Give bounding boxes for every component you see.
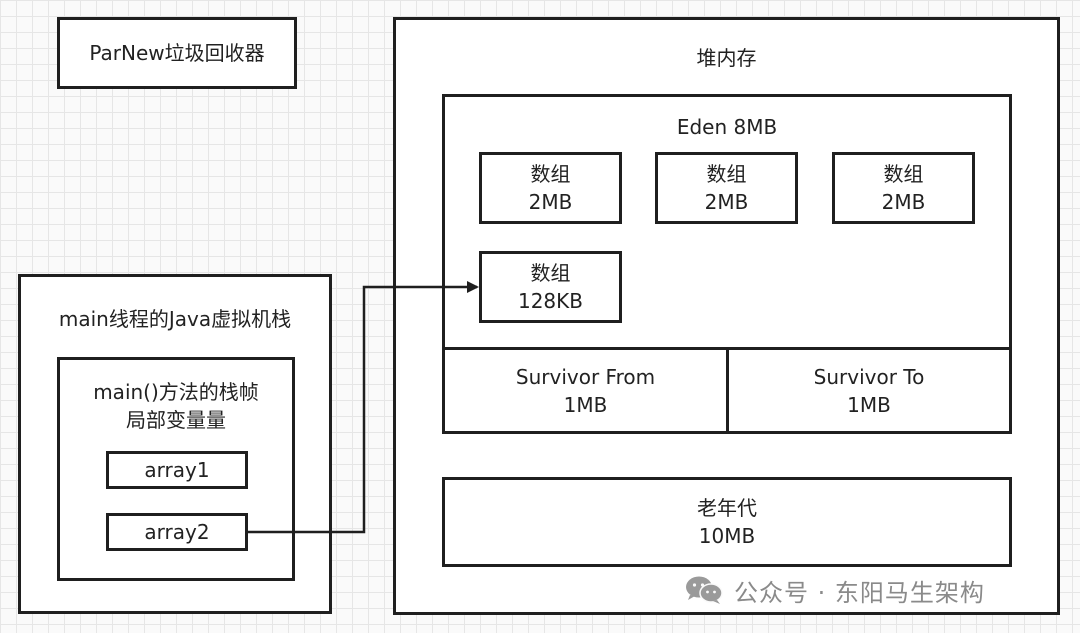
stack-frame-title-line2: 局部变量量 [126, 408, 226, 432]
array-size: 128KB [517, 289, 583, 313]
survivor-to-box: Survivor To 1MB [726, 347, 1012, 434]
survivor-from-label: Survivor From [515, 364, 656, 389]
variable-label: array2 [144, 520, 210, 544]
local-variable-array2: array2 [106, 513, 248, 551]
old-generation-label: 老年代 [697, 496, 757, 520]
eden-array-block: 数组 2MB [479, 152, 622, 224]
survivor-from-box: Survivor From 1MB [442, 347, 729, 434]
array-label: 数组 [530, 261, 571, 285]
survivor-from-size: 1MB [563, 392, 608, 417]
wechat-icon [686, 576, 723, 604]
stack-frame-title-line1: main()方法的栈帧 [93, 380, 259, 404]
array-size: 2MB [881, 190, 926, 214]
array-size: 2MB [704, 190, 749, 214]
array-label: 数组 [706, 162, 747, 186]
survivor-to-size: 1MB [847, 392, 891, 417]
parnew-collector-box: ParNew垃圾回收器 [57, 17, 297, 89]
eden-array-block: 数组 2MB [832, 152, 975, 224]
survivor-to-label: Survivor To [813, 364, 925, 389]
eden-space-title: Eden 8MB [676, 115, 778, 139]
old-generation-size: 10MB [698, 524, 756, 548]
eden-array-block: 数组 2MB [655, 152, 798, 224]
array-label: 数组 [530, 162, 571, 186]
stack-frame-title: main()方法的栈帧 局部变量量 [60, 378, 292, 434]
array-label: 数组 [883, 162, 924, 186]
heap-memory-title: 堆内存 [696, 46, 757, 70]
watermark: 公众号 · 东阳马生架构 [684, 570, 985, 610]
array-size: 2MB [528, 190, 573, 214]
parnew-collector-label: ParNew垃圾回收器 [89, 41, 265, 65]
jvm-stack-title: main线程的Java虚拟机栈 [58, 307, 292, 331]
local-variable-array1: array1 [106, 451, 248, 489]
eden-array-block-referenced: 数组 128KB [479, 251, 622, 323]
old-generation-box: 老年代 10MB [442, 477, 1012, 567]
variable-label: array1 [144, 458, 210, 482]
watermark-text: 公众号 · 东阳马生架构 [734, 578, 985, 607]
